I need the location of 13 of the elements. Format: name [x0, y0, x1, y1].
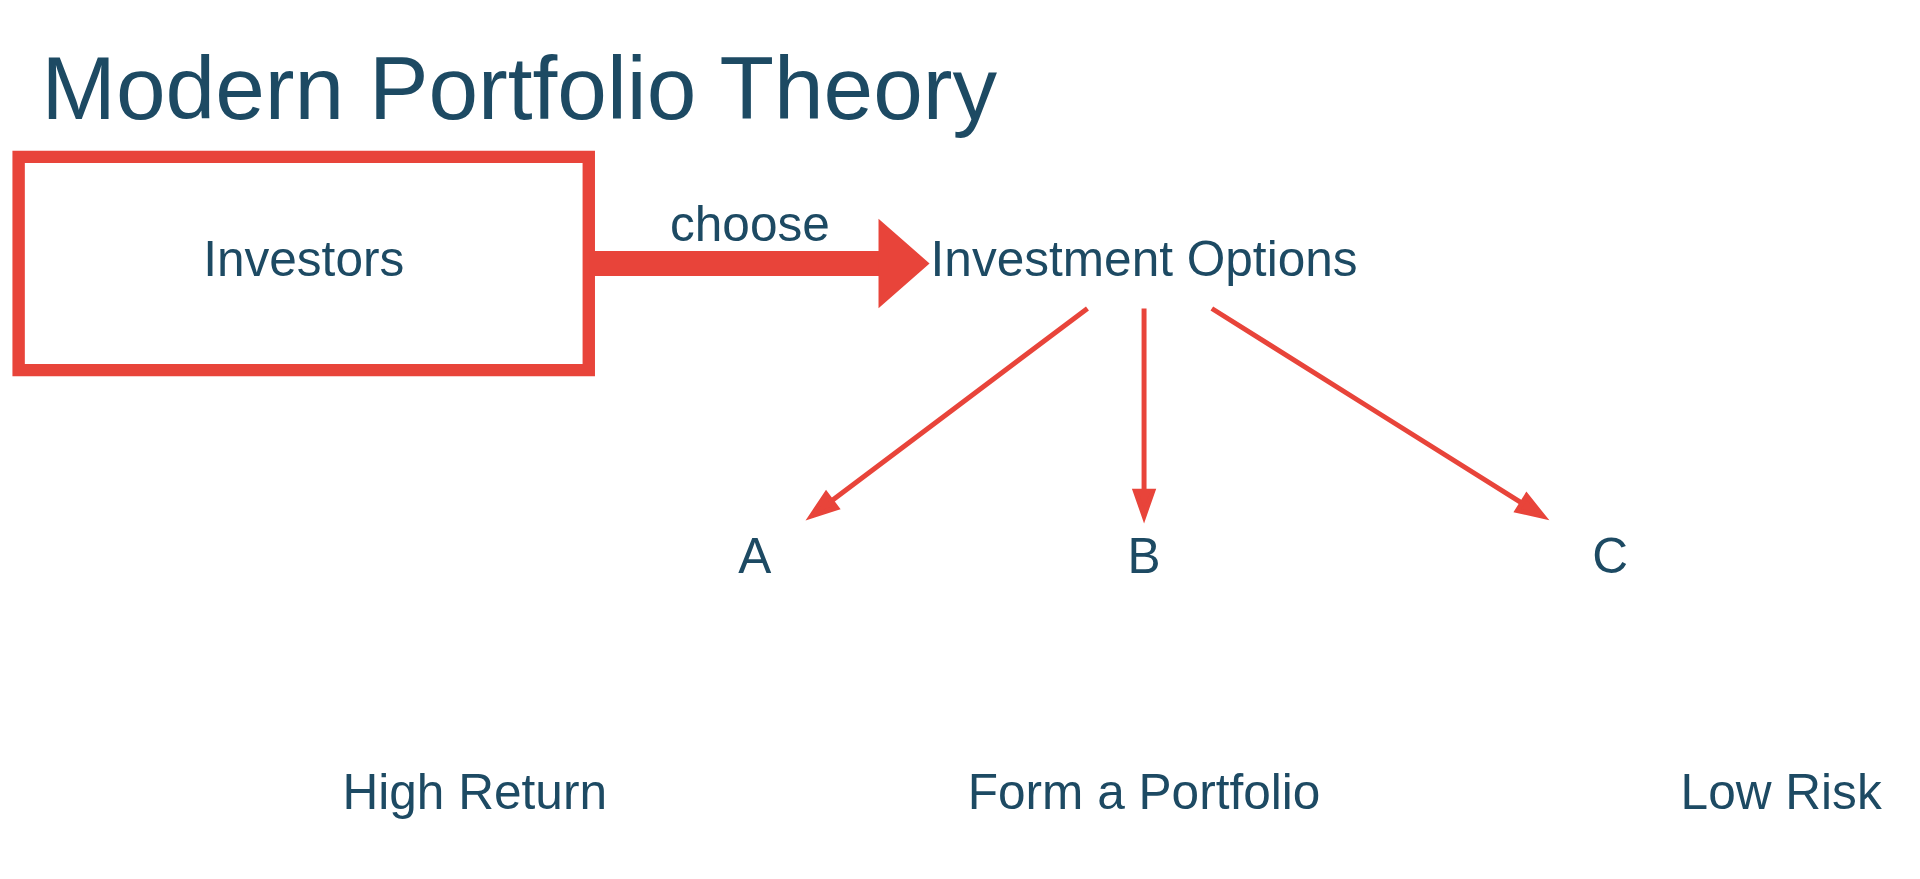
arrow — [1210, 306, 1550, 521]
node-text: Investment Options — [930, 230, 1358, 287]
node-text: C — [1592, 528, 1628, 585]
node-text: A — [738, 528, 772, 585]
label: Form a Portfolio — [967, 763, 1321, 820]
edge-label: choose — [670, 196, 830, 253]
node-text: B — [1127, 528, 1161, 585]
diagram-title: Modern Portfolio Theory — [41, 38, 998, 139]
label: Low Risk — [1680, 763, 1882, 820]
node-box: Investors — [12, 150, 595, 377]
arrow — [805, 306, 1089, 521]
arrow — [1131, 308, 1157, 524]
label: High Return — [342, 763, 607, 820]
